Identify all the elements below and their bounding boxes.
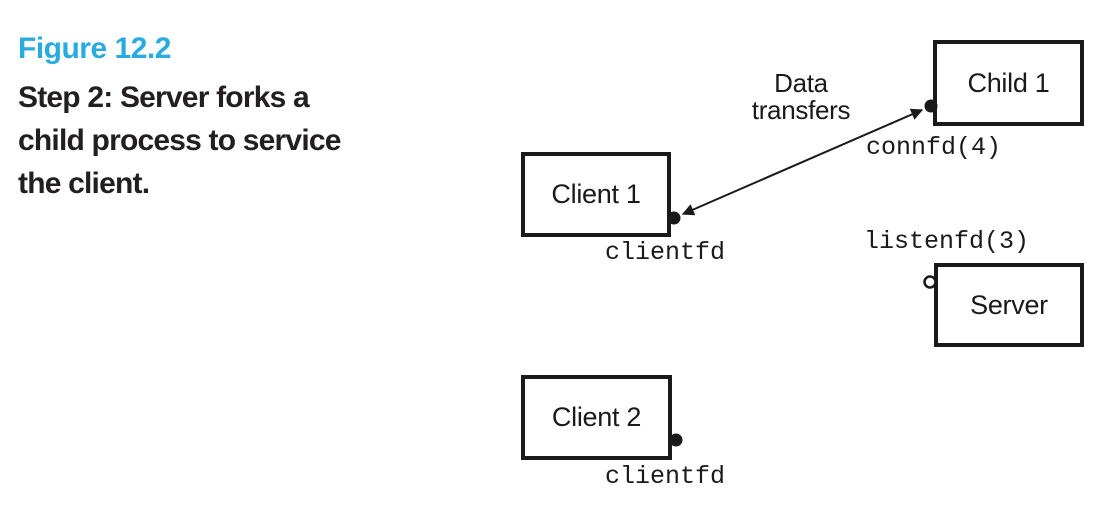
figure-caption: Step 2: Server forks a child process to …	[18, 76, 418, 205]
data-transfers-line-1: Data	[774, 68, 828, 98]
server-box: Server	[934, 263, 1084, 347]
client2-label: Client 2	[551, 402, 642, 432]
data-transfers-label: Data transfers	[716, 70, 886, 124]
data-transfers-line-2: transfers	[751, 95, 851, 125]
client1-label: Client 1	[551, 179, 641, 209]
caption-line-2: child process to service	[18, 124, 341, 157]
client2-box: Client 2	[521, 375, 672, 460]
child1-box: Child 1	[933, 40, 1084, 126]
clientfd-label-client2: clientfd	[605, 462, 726, 491]
server-label: Server	[970, 289, 1048, 320]
listenfd-label-server: listenfd(3)	[864, 227, 1030, 256]
clientfd-label-client1: clientfd	[605, 238, 726, 267]
child1-label: Child 1	[967, 67, 1050, 98]
caption-block: Figure 12.2 Step 2: Server forks a child…	[18, 33, 418, 205]
caption-line-1: Step 2: Server forks a	[18, 81, 310, 114]
figure-number-label: Figure 12.2	[18, 32, 171, 65]
connfd-label-child1: connfd(4)	[866, 133, 1002, 162]
client1-box: Client 1	[521, 152, 671, 237]
data-transfer-arrow	[681, 108, 924, 216]
caption-line-3: the client.	[18, 167, 150, 200]
